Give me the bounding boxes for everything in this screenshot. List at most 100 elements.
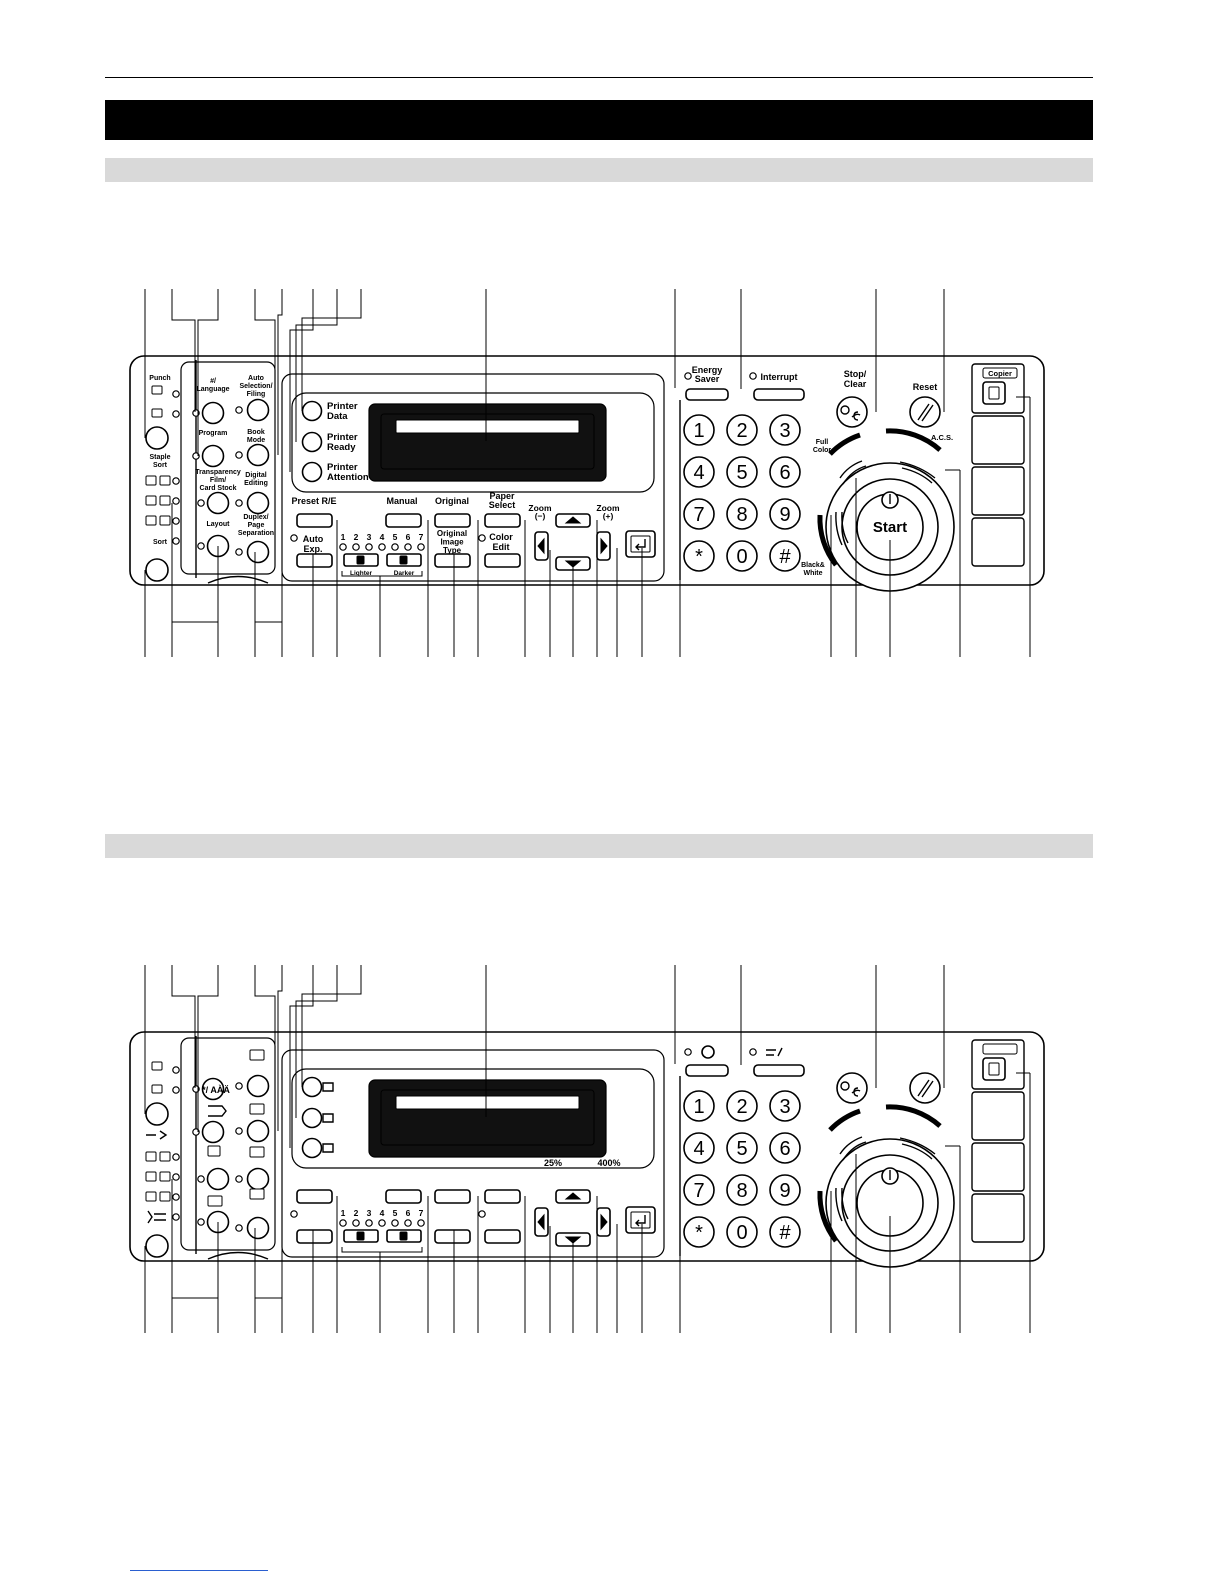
indicator-led — [172, 517, 180, 525]
printer-attention-button[interactable] — [301, 461, 323, 483]
keypad-key-2[interactable] — [726, 1090, 758, 1122]
paper-select-button[interactable] — [484, 513, 521, 528]
keypad-key-6[interactable] — [769, 456, 801, 488]
keypad-key-3[interactable] — [769, 414, 801, 446]
keypad-key-12[interactable] — [769, 1216, 801, 1248]
auto-exp-button[interactable] — [296, 1229, 333, 1244]
density-number: 2 — [354, 1208, 359, 1218]
language-button[interactable] — [201, 1077, 225, 1101]
reset-button[interactable] — [909, 1072, 941, 1104]
auto-exp-button[interactable] — [296, 553, 333, 568]
interrupt-button[interactable] — [753, 388, 805, 401]
keypad-key-7[interactable] — [683, 498, 715, 530]
printer-ready-button[interactable] — [301, 1107, 323, 1129]
energy-saver-button[interactable] — [685, 1064, 729, 1077]
digital-editing-button[interactable] — [246, 491, 270, 515]
auto-selection-button[interactable] — [246, 1074, 270, 1098]
duplex-button[interactable] — [246, 1216, 270, 1240]
book-mode-button[interactable] — [246, 1119, 270, 1143]
keypad-key-1[interactable] — [683, 1090, 715, 1122]
mode-tab-4[interactable] — [971, 1193, 1025, 1243]
keypad-key-8[interactable] — [726, 1174, 758, 1206]
mode-tab-4[interactable] — [971, 517, 1025, 567]
printer-data-button[interactable] — [301, 400, 323, 422]
program-button[interactable] — [201, 1120, 225, 1144]
program-button[interactable] — [201, 444, 225, 468]
printer-data-button[interactable] — [301, 1076, 323, 1098]
keypad-key-6[interactable] — [769, 1132, 801, 1164]
duplex-button[interactable] — [246, 540, 270, 564]
preset-re-button[interactable] — [296, 1189, 333, 1204]
printer-attention-button-label-line: Printer — [327, 462, 358, 473]
digital-editing-button-label-line: Digital — [245, 472, 266, 479]
keypad-key-9[interactable] — [769, 1174, 801, 1206]
energy-saver-label-line: Energy — [692, 365, 723, 375]
orientation-icon — [159, 1191, 171, 1202]
color-edit-button[interactable] — [484, 553, 521, 568]
mode-tab-3[interactable] — [971, 1142, 1025, 1192]
keypad-key-10[interactable] — [683, 540, 715, 572]
original-image-type-button[interactable] — [434, 1229, 471, 1244]
sort-button[interactable] — [145, 558, 169, 582]
color-edit-button[interactable] — [484, 1229, 521, 1244]
duplex-button-label-line: Separation — [238, 530, 274, 537]
original-button[interactable] — [434, 513, 471, 528]
keypad-key-7[interactable] — [683, 1174, 715, 1206]
leader-lines — [144, 289, 1031, 657]
keypad-key-5[interactable] — [726, 456, 758, 488]
original-type-label-line: Type — [443, 546, 462, 555]
reset-button[interactable] — [909, 396, 941, 428]
full-color-led-arc — [828, 432, 861, 456]
language-button[interactable] — [201, 401, 225, 425]
keypad-key-4[interactable] — [683, 1132, 715, 1164]
mode-tab-3[interactable] — [971, 466, 1025, 516]
keypad-key-1[interactable] — [683, 414, 715, 446]
sort-button[interactable] — [145, 1234, 169, 1258]
keypad-key-11[interactable] — [726, 540, 758, 572]
keypad-key-12[interactable] — [769, 540, 801, 572]
stop-clear-button[interactable] — [836, 396, 868, 428]
auto-selection-button[interactable] — [246, 398, 270, 422]
book-mode-button[interactable] — [246, 443, 270, 467]
copier-icon — [988, 386, 1000, 400]
printer-ready-button[interactable] — [301, 431, 323, 453]
enter-icon-frame — [630, 535, 651, 553]
arrow-right-icon — [600, 537, 608, 555]
manual-button[interactable] — [385, 1189, 422, 1204]
original-button[interactable] — [434, 1189, 471, 1204]
staple-sort-button[interactable] — [145, 1102, 169, 1126]
digital-editing-button[interactable] — [246, 1167, 270, 1191]
transparency-button[interactable] — [206, 491, 230, 515]
orientation-icon — [159, 515, 171, 526]
indicator-led — [478, 534, 486, 542]
interrupt-button[interactable] — [753, 1064, 805, 1077]
keypad-key-9[interactable] — [769, 498, 801, 530]
keypad-key-3[interactable] — [769, 1090, 801, 1122]
printer-attention-button[interactable] — [301, 1137, 323, 1159]
original-image-type-button[interactable] — [434, 553, 471, 568]
keypad-key-2[interactable] — [726, 414, 758, 446]
energy-saver-button[interactable] — [685, 388, 729, 401]
paper-select-button[interactable] — [484, 1189, 521, 1204]
density-led — [391, 543, 399, 551]
preset-re-button[interactable] — [296, 513, 333, 528]
stop-clear-button[interactable] — [836, 1072, 868, 1104]
density-bracket — [341, 1247, 423, 1253]
staple-sort-button[interactable] — [145, 426, 169, 450]
indicator-led — [172, 537, 180, 545]
mode-tab-2[interactable] — [971, 415, 1025, 465]
keypad-key-4[interactable] — [683, 456, 715, 488]
auto-selection-button-label-line: Filing — [247, 391, 266, 398]
keypad-digit: 3 — [779, 420, 790, 442]
mode-tab-2[interactable] — [971, 1091, 1025, 1141]
keypad-key-10[interactable] — [683, 1216, 715, 1248]
keypad-key-8[interactable] — [726, 498, 758, 530]
manual-button[interactable] — [385, 513, 422, 528]
transparency-button[interactable] — [206, 1167, 230, 1191]
keypad-key-11[interactable] — [726, 1216, 758, 1248]
keypad-key-5[interactable] — [726, 1132, 758, 1164]
leader-line — [254, 965, 276, 1086]
